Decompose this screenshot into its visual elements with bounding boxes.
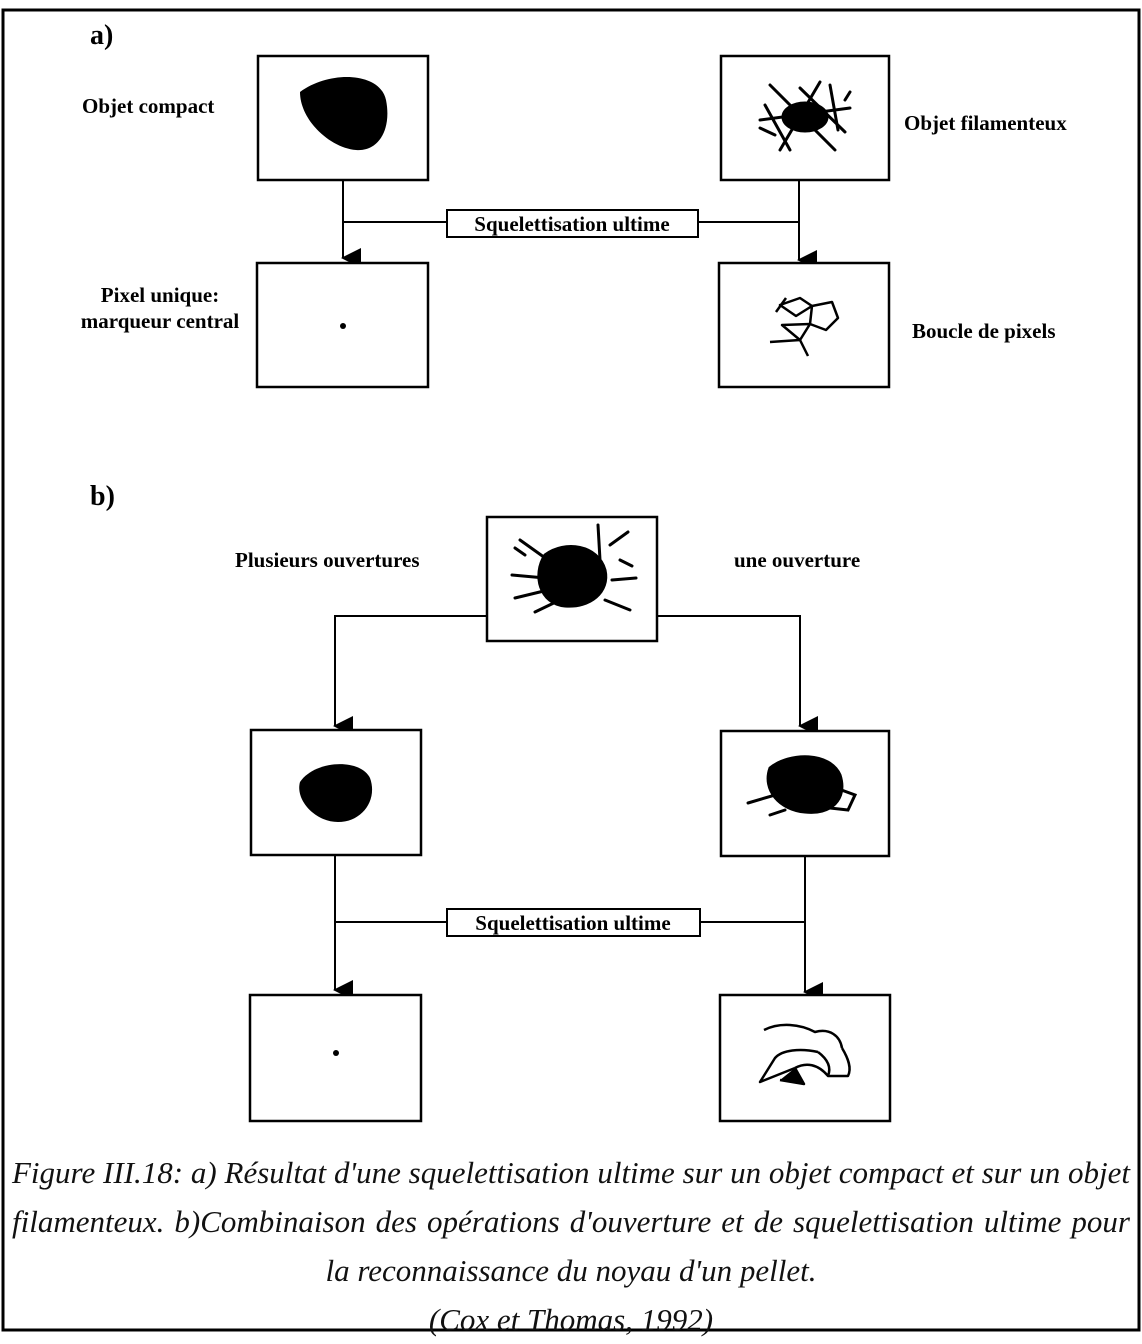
- caption-citation: (Cox et Thomas, 1992): [428, 1302, 714, 1337]
- filamentous-object-label: Objet filamenteux: [904, 111, 1067, 135]
- multiple-openings-arrow: [333, 615, 487, 736]
- figure-frame: [1, 8, 1141, 1332]
- panel-b-tag: b): [90, 481, 115, 512]
- pixel-loop-icon: [769, 296, 840, 357]
- final-pixel-loop-icon: [758, 1023, 851, 1086]
- single-opening-arrow: [657, 615, 818, 736]
- single-opening-label: une ouverture: [734, 548, 860, 572]
- pixel-loop-label: Boucle de pixels: [912, 319, 1056, 343]
- operation-label-a: Squelettisation ultime: [474, 212, 669, 236]
- opened-compact-blob-icon: [299, 764, 373, 822]
- operation-label-box-a: [446, 209, 699, 238]
- panel-a-tag: a): [90, 20, 113, 51]
- caption-text: Figure III.18: a) Résultat d'une squelet…: [12, 1155, 1130, 1288]
- single-pixel-label-line2: marqueur central: [81, 309, 240, 333]
- central-marker-dot: [340, 323, 346, 329]
- operation-label-b: Squelettisation ultime: [475, 911, 670, 935]
- operation-label-box-b: [446, 908, 701, 937]
- compact-object-label: Objet compact: [82, 94, 214, 118]
- filamentous-blob-icon: [758, 80, 852, 152]
- partially-opened-blob-icon: [746, 755, 858, 817]
- multiple-openings-label: Plusieurs ouvertures: [235, 548, 420, 572]
- compact-blob-icon: [300, 77, 388, 151]
- figure-caption: Figure III.18: a) Résultat d'une squelet…: [12, 1148, 1130, 1344]
- final-single-pixel-box: [248, 993, 423, 1123]
- pellet-object-icon: [510, 523, 638, 614]
- final-marker-dot: [333, 1050, 339, 1056]
- single-pixel-label-line1: Pixel unique:: [101, 283, 219, 307]
- final-pixel-loop-box: [718, 993, 892, 1123]
- filamentous-object-box: [719, 54, 891, 182]
